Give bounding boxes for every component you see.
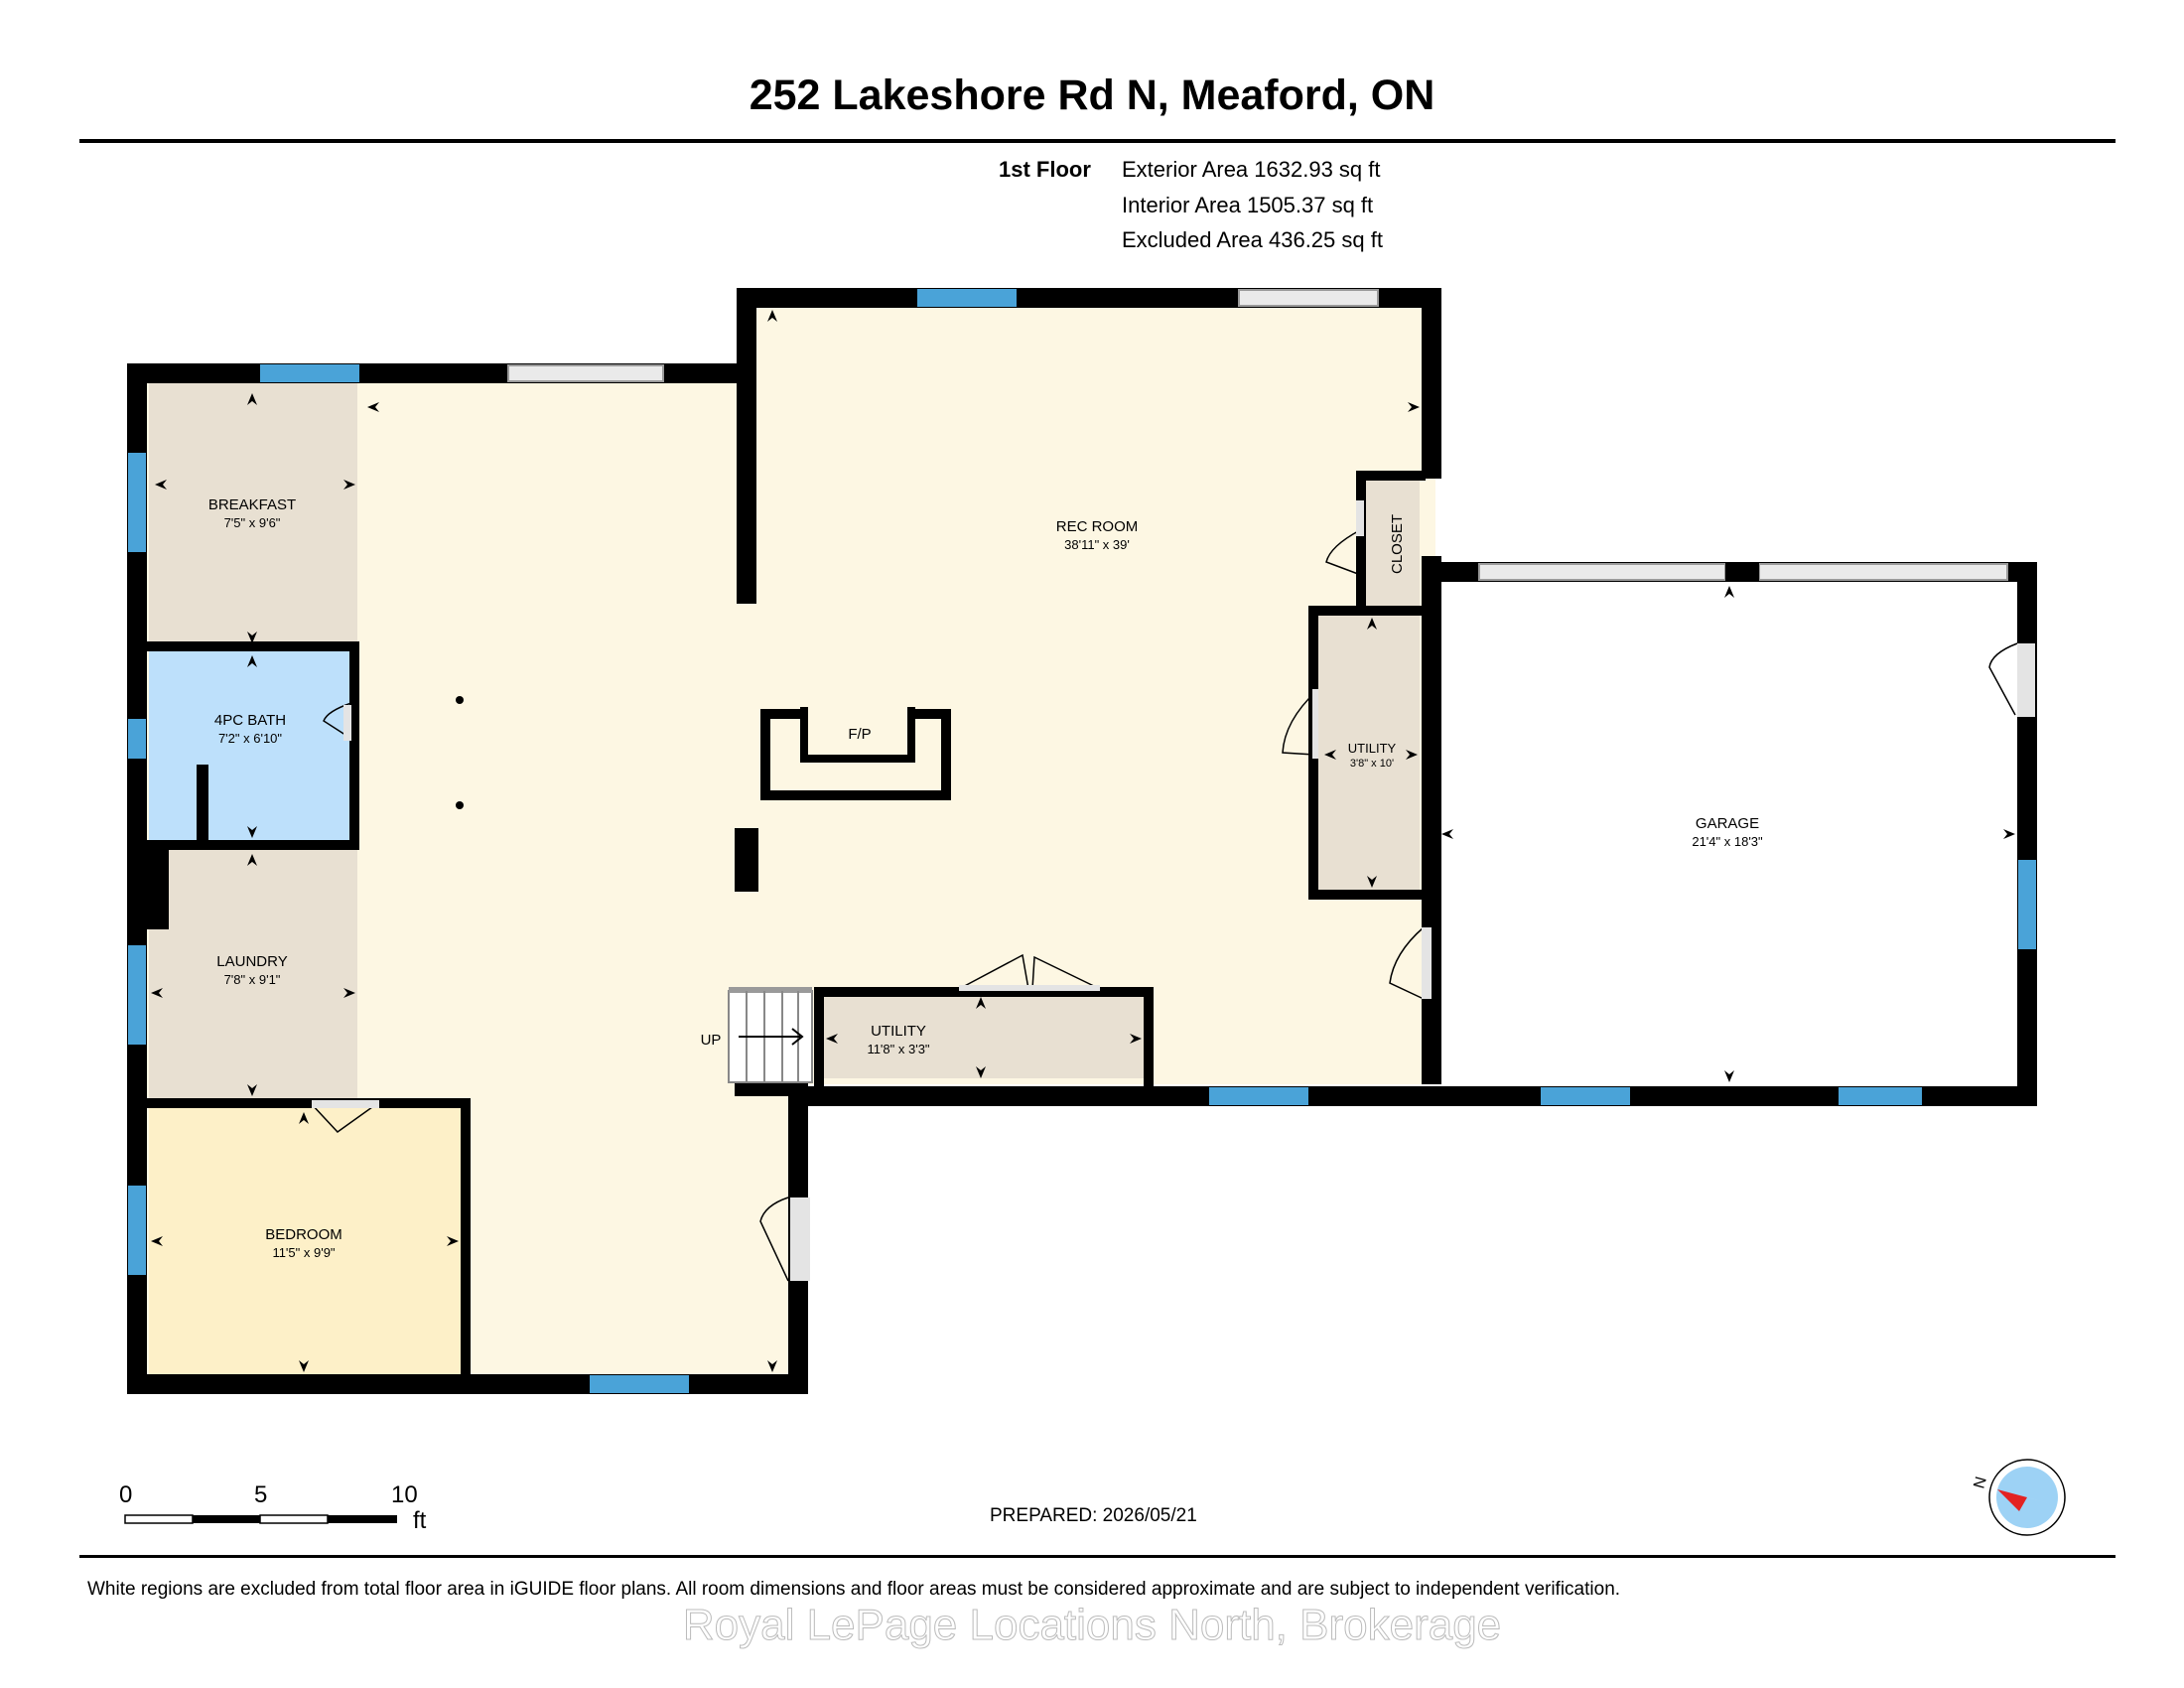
wall xyxy=(804,1086,2037,1106)
window xyxy=(128,719,146,759)
garage-fill xyxy=(1435,576,2015,1080)
wall xyxy=(461,1098,471,1386)
fireplace-label: F/P xyxy=(848,726,871,743)
bath-fill xyxy=(149,649,349,844)
room-name-utility-long: UTILITY xyxy=(871,1023,926,1040)
floor-fills xyxy=(129,290,2015,1388)
wall xyxy=(1308,606,1428,616)
plan-title: 252 Lakeshore Rd N, Meaford, ON xyxy=(749,71,1435,119)
window xyxy=(590,1375,689,1393)
room-dim-garage: 21'4" x 18'3" xyxy=(1692,834,1763,849)
scale-tick-10: 10 xyxy=(391,1481,418,1508)
wall xyxy=(1422,288,1441,479)
wall xyxy=(1356,471,1426,481)
exterior-area: Exterior Area 1632.93 sq ft xyxy=(1122,157,1381,182)
room-dim-utility-long: 11'8" x 3'3" xyxy=(867,1042,929,1056)
breakfast-fill xyxy=(149,381,357,643)
room-name-garage: GARAGE xyxy=(1696,815,1759,832)
wall xyxy=(1308,890,1428,900)
room-dim-utility-small: 3'8" x 10' xyxy=(1350,758,1394,770)
bedroom-fill xyxy=(149,1104,465,1374)
scale-tick-0: 0 xyxy=(119,1481,133,1508)
garage-door xyxy=(1758,563,2008,581)
window xyxy=(1541,1087,1630,1105)
wall xyxy=(735,1082,808,1096)
window xyxy=(260,364,359,382)
prepared-date: PREPARED: 2026/05/21 xyxy=(990,1505,1197,1526)
floor-label: 1st Floor xyxy=(999,157,1091,182)
windows xyxy=(128,289,2036,1393)
utility-small-fill xyxy=(1316,614,1420,896)
room-name-closet: CLOSET xyxy=(1389,514,1406,574)
room-dim-rec: 38'11" x 39' xyxy=(1064,537,1130,552)
post xyxy=(456,696,464,704)
window xyxy=(128,453,146,552)
header-rule xyxy=(79,139,2116,143)
wall xyxy=(147,840,359,850)
stairs-label: UP xyxy=(701,1032,722,1049)
wall xyxy=(814,987,824,1086)
wall xyxy=(147,1098,471,1108)
window xyxy=(1839,1087,1922,1105)
wall xyxy=(147,641,359,651)
wall xyxy=(1144,987,1154,1086)
post xyxy=(456,801,464,809)
compass-icon: N xyxy=(1971,1459,2066,1536)
disclaimer: White regions are excluded from total fl… xyxy=(87,1579,1621,1600)
interior-area: Interior Area 1505.37 sq ft xyxy=(1122,193,1374,217)
closet-fill xyxy=(1362,479,1420,610)
room-name-bedroom: BEDROOM xyxy=(265,1226,342,1243)
laundry-fill xyxy=(149,850,357,1098)
doors xyxy=(309,500,2035,1282)
window xyxy=(2018,860,2036,949)
room-labels: BREAKFAST 7'5" x 9'6" 4PC BATH 7'2" x 6'… xyxy=(208,496,1763,1260)
room-name-breakfast: BREAKFAST xyxy=(208,496,296,513)
garage-door xyxy=(1478,563,1726,581)
fireplace xyxy=(760,705,951,800)
footer-rule xyxy=(79,1555,2116,1558)
wall xyxy=(1725,562,1759,582)
scale-unit: ft xyxy=(413,1507,427,1534)
watermark: Royal LePage Locations North, Brokerage xyxy=(682,1601,1502,1650)
compass-label: N xyxy=(1971,1475,1989,1490)
wall xyxy=(1356,471,1366,610)
window xyxy=(128,945,146,1045)
sliding-doors xyxy=(507,289,2008,581)
wall xyxy=(147,850,169,929)
scale-bar xyxy=(124,1514,397,1524)
sliding-door xyxy=(507,364,664,382)
room-dim-bedroom: 11'5" x 9'9" xyxy=(272,1245,335,1260)
window xyxy=(917,289,1017,307)
wall xyxy=(127,363,147,1394)
wall xyxy=(349,641,359,850)
room-dim-breakfast: 7'5" x 9'6" xyxy=(224,515,281,530)
scale-tick-5: 5 xyxy=(254,1481,268,1508)
wall xyxy=(814,987,1152,997)
room-name-bath: 4PC BATH xyxy=(214,712,286,729)
wall xyxy=(197,765,208,844)
dimension-arrows xyxy=(151,310,2015,1372)
wall xyxy=(1422,556,1441,1084)
stairs[interactable] xyxy=(728,987,813,1083)
room-name-laundry: LAUNDRY xyxy=(216,953,287,970)
room-dim-laundry: 7'8" x 9'1" xyxy=(224,972,281,987)
window xyxy=(128,1186,146,1275)
room-name-utility-small: UTILITY xyxy=(1348,741,1397,756)
room-name-rec: REC ROOM xyxy=(1056,518,1139,535)
wall xyxy=(737,288,756,604)
wall xyxy=(735,828,758,892)
room-dim-bath: 7'2" x 6'10" xyxy=(218,731,282,746)
sliding-door xyxy=(1238,289,1379,307)
window xyxy=(1209,1087,1308,1105)
excluded-area: Excluded Area 436.25 sq ft xyxy=(1122,227,1383,252)
